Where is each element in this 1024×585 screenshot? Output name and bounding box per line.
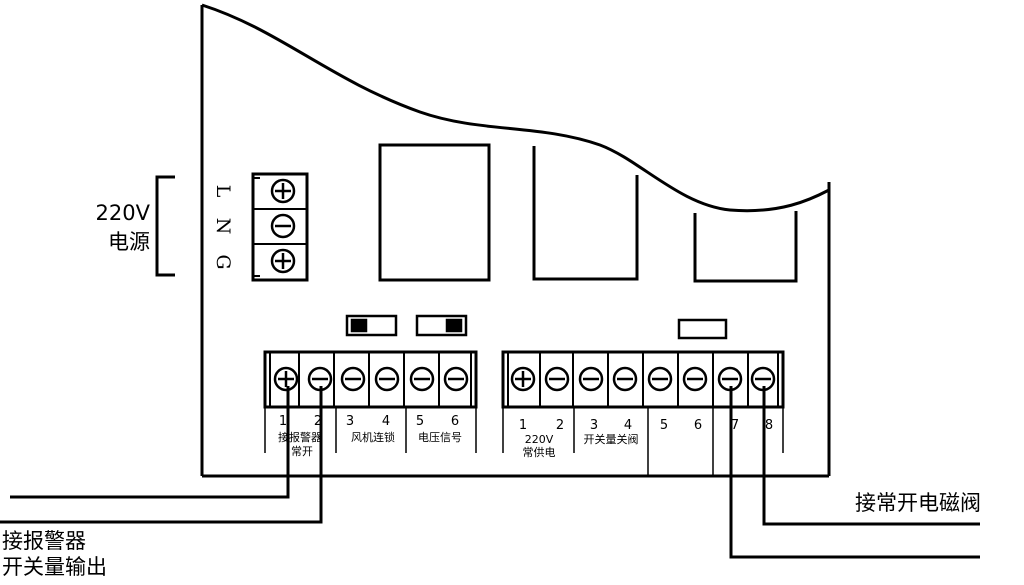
valve-label: 接常开电磁阀 bbox=[855, 491, 981, 515]
screw-icon bbox=[270, 248, 296, 274]
wire-valve-1 bbox=[729, 386, 980, 559]
wire-alarm-2 bbox=[0, 386, 323, 524]
screw-icon bbox=[374, 366, 400, 392]
terminal-number: 8 bbox=[765, 418, 773, 433]
power-voltage-label: 220V bbox=[96, 201, 151, 225]
terminal-number: 1 bbox=[519, 418, 527, 433]
screw-icon bbox=[510, 366, 536, 392]
switches bbox=[345, 314, 728, 340]
power-source-label: 电源 bbox=[108, 230, 150, 254]
terminal-number: 5 bbox=[416, 414, 424, 429]
terminal-number: 7 bbox=[731, 418, 739, 433]
terminal-block-left bbox=[263, 350, 478, 409]
alarm-normally-open-label: 常开 bbox=[291, 445, 313, 458]
relay-3 bbox=[693, 211, 798, 283]
screw-icon bbox=[647, 366, 673, 392]
terminal-number: 2 bbox=[314, 414, 322, 429]
terminal-number: 4 bbox=[382, 414, 390, 429]
screw-icon bbox=[578, 366, 604, 392]
voltage-signal-label: 电压信号 bbox=[418, 431, 462, 444]
constant-supply-label: 常供电 bbox=[523, 445, 556, 459]
label-dividers bbox=[264, 407, 784, 476]
terminal-number: 1 bbox=[279, 414, 287, 429]
terminal-number: 3 bbox=[346, 414, 354, 429]
terminal-label-L: L bbox=[212, 185, 234, 198]
screw-icon bbox=[409, 366, 435, 392]
alarm-label: 接报警器 bbox=[278, 430, 322, 444]
terminal-number: 6 bbox=[694, 418, 702, 433]
terminal-number: 2 bbox=[556, 418, 564, 433]
wire-alarm-1 bbox=[10, 386, 290, 499]
terminal-label-N: N bbox=[212, 218, 234, 235]
terminal-label-G: G bbox=[212, 254, 234, 269]
screw-icon bbox=[270, 178, 296, 204]
terminal-number: 4 bbox=[624, 418, 632, 433]
screw-icon bbox=[270, 213, 296, 239]
slide-switch-left bbox=[345, 314, 398, 337]
terminal-number: 6 bbox=[451, 414, 459, 429]
power-bracket bbox=[155, 175, 175, 277]
switch-valve-label: 开关量关阀 bbox=[584, 432, 639, 446]
terminal-block-right bbox=[501, 350, 785, 409]
alarm-output-type-label: 开关量输出 bbox=[2, 555, 107, 579]
terminal-numbers: 1 2 3 4 5 6 1 2 3 4 5 6 7 8 bbox=[279, 414, 773, 433]
relay-2 bbox=[532, 146, 639, 281]
slide-switch-right bbox=[415, 314, 468, 337]
supply-voltage-label: 220V bbox=[525, 433, 554, 446]
fan-interlock-label: 风机连锁 bbox=[351, 430, 395, 444]
screw-icon bbox=[544, 366, 570, 392]
board-outline bbox=[200, 3, 831, 478]
terminal-group-labels: 接报警器 常开 风机连锁 电压信号 220V 常供电 开关量关阀 bbox=[278, 430, 639, 459]
terminal-number: 5 bbox=[660, 418, 668, 433]
screw-icon bbox=[612, 366, 638, 392]
power-terminal-block bbox=[251, 172, 309, 282]
screw-icon bbox=[340, 366, 366, 392]
screw-icon bbox=[273, 366, 299, 392]
wire-valve-2 bbox=[762, 386, 980, 526]
relay-1 bbox=[378, 143, 491, 282]
wires bbox=[0, 386, 980, 559]
terminal-number: 3 bbox=[590, 418, 598, 433]
screw-icon bbox=[443, 366, 469, 392]
alarm-output-label: 接报警器 bbox=[2, 529, 86, 553]
screw-icon bbox=[682, 366, 708, 392]
relays bbox=[378, 143, 798, 283]
jumper-block bbox=[677, 318, 728, 340]
